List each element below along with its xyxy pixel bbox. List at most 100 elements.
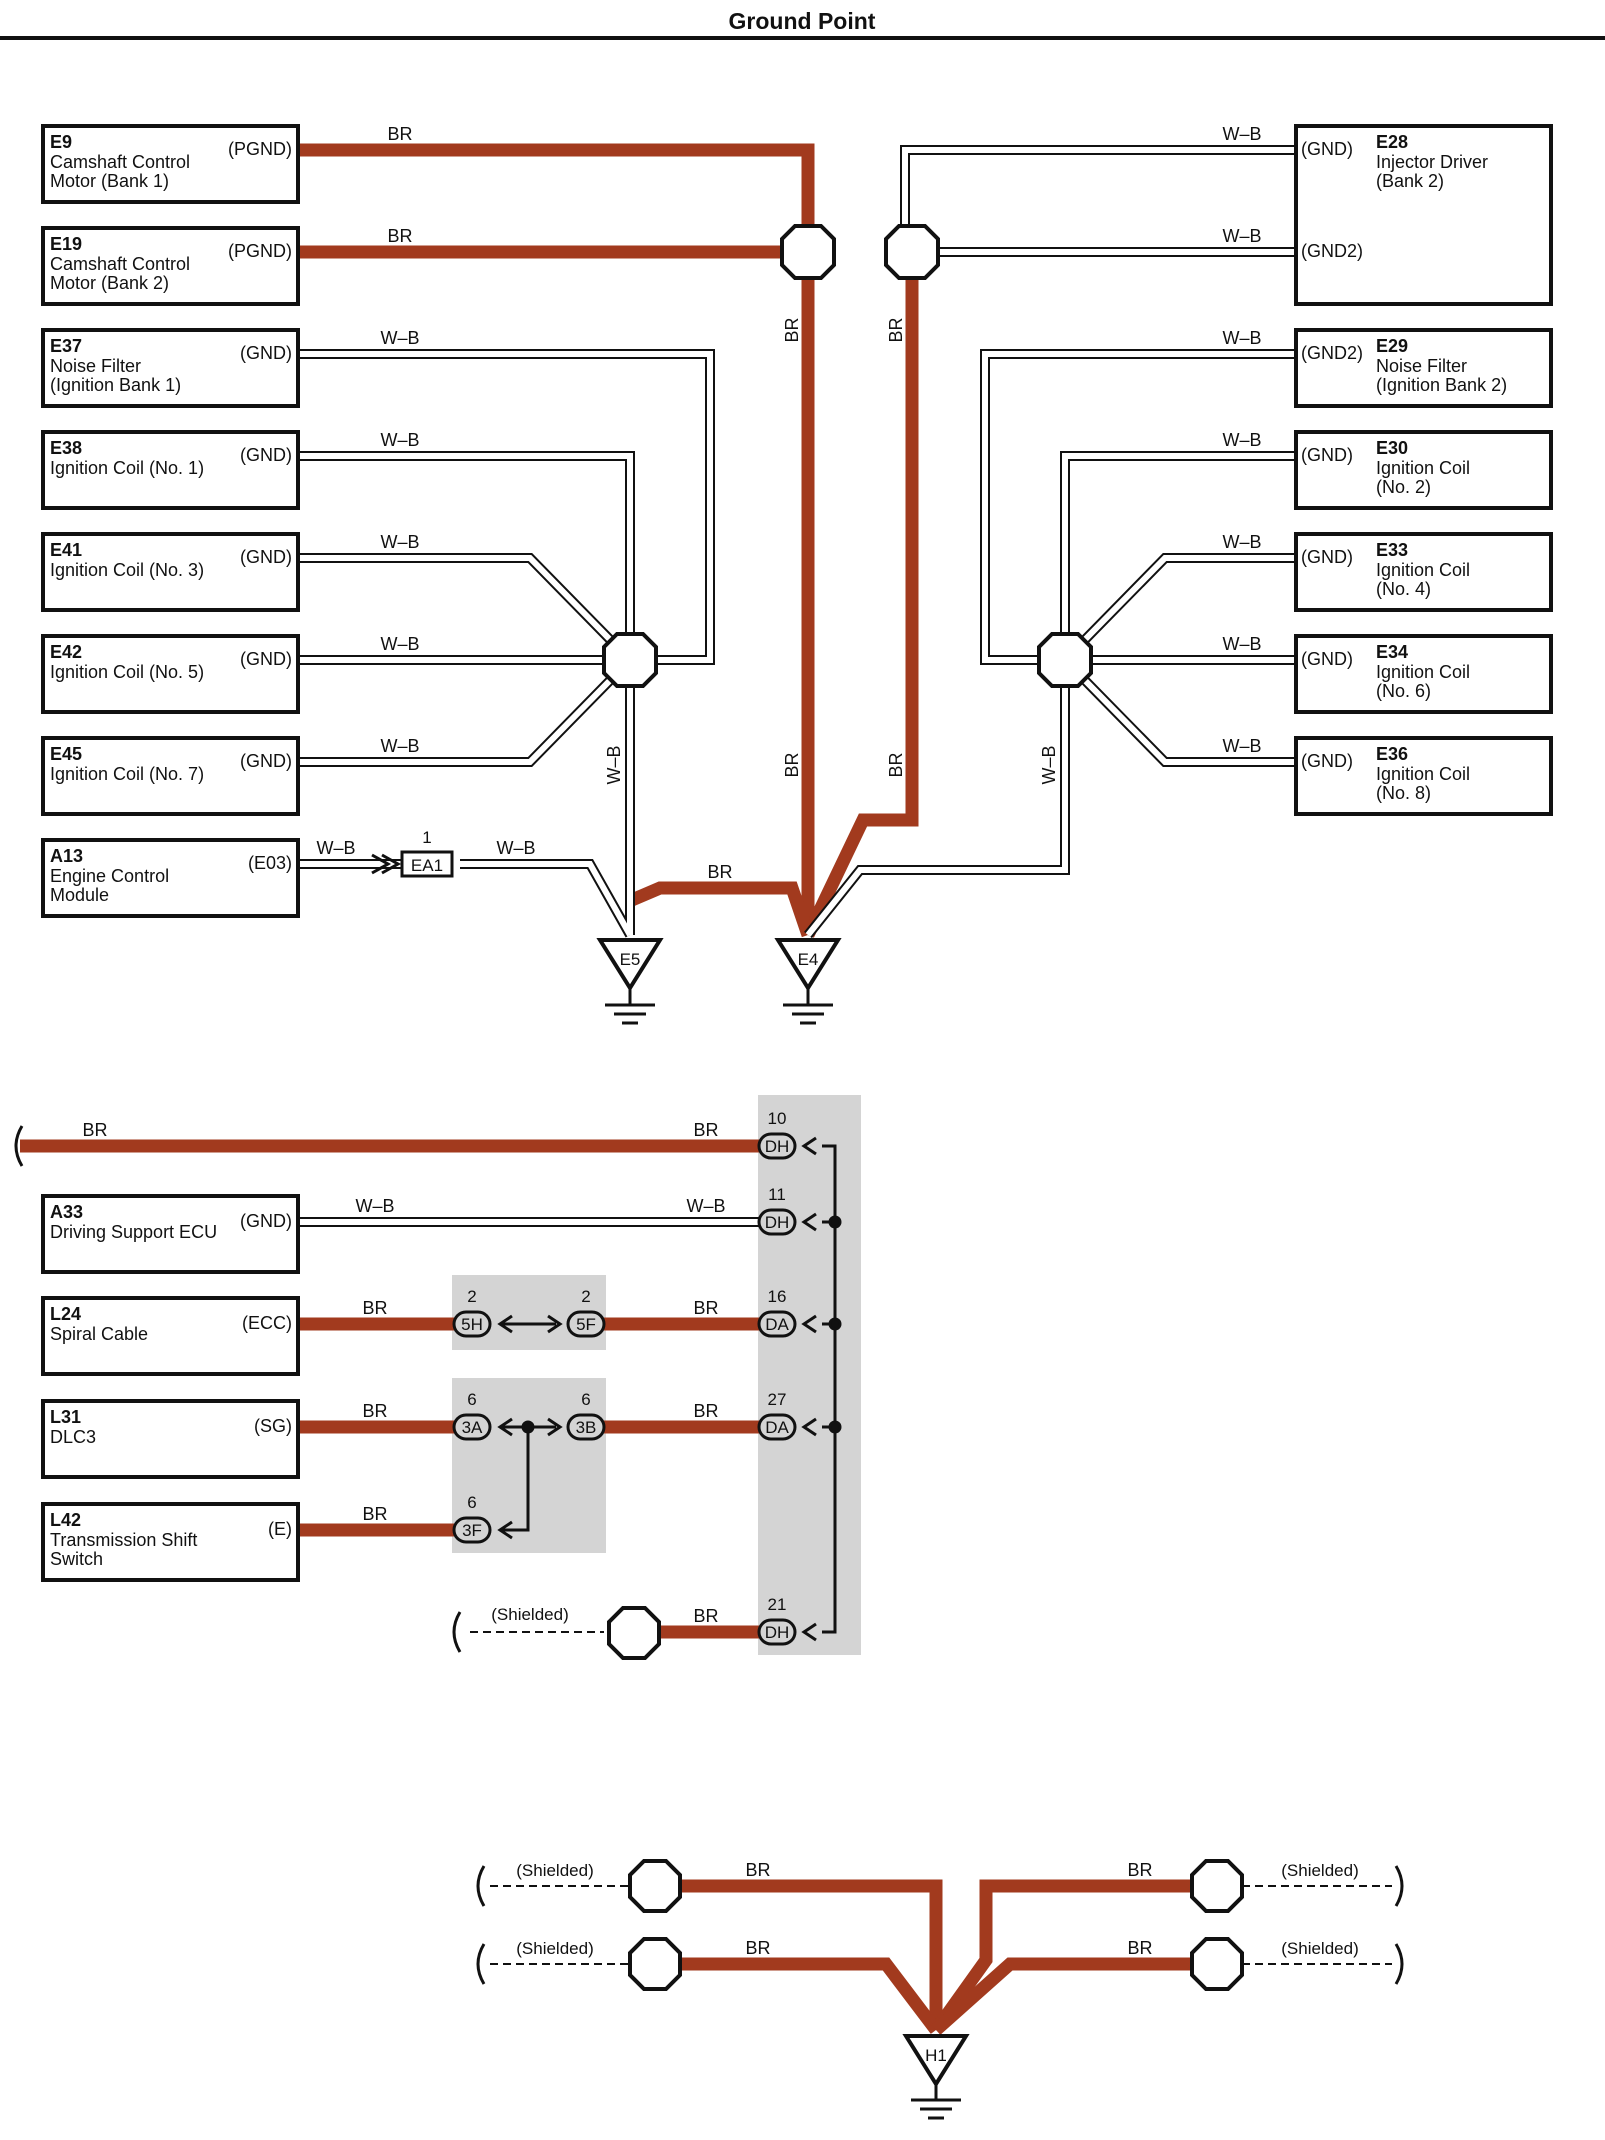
arrow-icon <box>547 1314 563 1334</box>
component-pin: (GND) <box>1301 445 1353 465</box>
component-code: E9 <box>50 132 72 152</box>
wire-label: W–B <box>380 532 419 552</box>
connector-number: 6 <box>467 1390 476 1409</box>
connector-pill <box>757 1310 797 1338</box>
mid-connector-3f: 3F6 <box>452 1493 513 1544</box>
connector-code: 3B <box>576 1418 597 1437</box>
splice-points-top <box>602 224 1093 688</box>
component-box <box>41 634 300 714</box>
wire-label: W–B <box>316 838 355 858</box>
junction-taps <box>822 1215 842 1434</box>
connector-pill <box>757 1618 797 1646</box>
mid-connector-links <box>502 1322 556 1532</box>
component-box <box>1294 736 1553 816</box>
component-desc: Ignition Coil (No. 1) <box>50 458 204 478</box>
connector-code: 5F <box>576 1315 596 1334</box>
connector-number: 10 <box>768 1109 787 1128</box>
wire-label: BR <box>1127 1860 1152 1880</box>
wire-label: BR <box>387 124 412 144</box>
connector-pill <box>566 1310 606 1338</box>
wire-label: W–B <box>1222 634 1261 654</box>
component-desc: (No. 6) <box>1376 681 1431 701</box>
component-pin: (SG) <box>254 1416 292 1436</box>
connector-number: 16 <box>768 1287 787 1306</box>
shielded-line-middle: (Shielded) <box>452 1605 661 1660</box>
component-code: E29 <box>1376 336 1408 356</box>
wire-label: BR <box>693 1401 718 1421</box>
component-desc: Noise Filter <box>50 356 141 376</box>
wb-wires-top <box>298 145 1296 939</box>
wire-label: W–B <box>496 838 535 858</box>
ea1-pin: 1 <box>422 828 431 847</box>
component-code: E45 <box>50 744 82 764</box>
br-wires-top <box>298 143 919 938</box>
splice-br-left <box>780 224 836 280</box>
ground-e5: E5 <box>596 938 664 1025</box>
component-code: E19 <box>50 234 82 254</box>
component-desc: Ignition Coil <box>1376 662 1470 682</box>
connector-number: 6 <box>467 1493 476 1512</box>
inline-connector-ea1: EA1 1 <box>371 828 454 878</box>
component-code: E28 <box>1376 132 1408 152</box>
wire-label: W–B <box>1222 328 1261 348</box>
wire-labels-middle: BR BR W–B W–B BR BR BR BR BR BR <box>82 1120 725 1626</box>
wire-label: BR <box>362 1298 387 1318</box>
component-desc: Module <box>50 885 109 905</box>
component-box <box>41 430 300 510</box>
component-pin: (GND2) <box>1301 241 1363 261</box>
component-desc: Driving Support ECU <box>50 1222 217 1242</box>
ea1-code: EA1 <box>411 856 443 875</box>
connector-number: 6 <box>581 1390 590 1409</box>
wire-label: BR <box>782 752 802 777</box>
component-desc: Transmission Shift <box>50 1530 197 1550</box>
component-pin: (GND) <box>240 751 292 771</box>
component-box <box>1294 430 1553 510</box>
component-pin: (E03) <box>248 853 292 873</box>
component-desc: (No. 2) <box>1376 477 1431 497</box>
connector-code: DH <box>765 1213 790 1232</box>
component-desc: Ignition Coil <box>1376 560 1470 580</box>
component-box <box>41 736 300 816</box>
component-pin: (GND) <box>1301 139 1353 159</box>
component-box <box>1294 124 1553 306</box>
component-desc: (Ignition Bank 2) <box>1376 375 1507 395</box>
wire-label: W–B <box>380 430 419 450</box>
wire-label: W–B <box>1222 736 1261 756</box>
splice-wb-right <box>884 224 940 280</box>
component-desc: Motor (Bank 1) <box>50 171 169 191</box>
br-wires-middle <box>20 1139 760 1639</box>
junction-bus <box>822 1144 837 1634</box>
component-desc: Ignition Coil (No. 3) <box>50 560 204 580</box>
component-desc: Ignition Coil <box>1376 764 1470 784</box>
connector-pill <box>757 1413 797 1441</box>
component-box <box>41 838 300 918</box>
wire-label: BR <box>693 1298 718 1318</box>
connector-number: 2 <box>467 1287 476 1306</box>
junction-block-shade <box>758 1095 861 1655</box>
component-pin: (GND) <box>240 343 292 363</box>
wire-label: BR <box>693 1606 718 1626</box>
ground-h1: H1 <box>902 2034 970 2120</box>
mid-connector-3a: 3A6 <box>452 1390 513 1441</box>
wire-label: W–B <box>1222 226 1261 246</box>
arrow-icon <box>801 1314 817 1334</box>
component-code: L31 <box>50 1407 81 1427</box>
connector-code: 3A <box>462 1418 483 1437</box>
component-pin: (E) <box>268 1519 292 1539</box>
wire-label: BR <box>707 862 732 882</box>
component-code: L24 <box>50 1304 81 1324</box>
wire-label: W–B <box>1222 532 1261 552</box>
